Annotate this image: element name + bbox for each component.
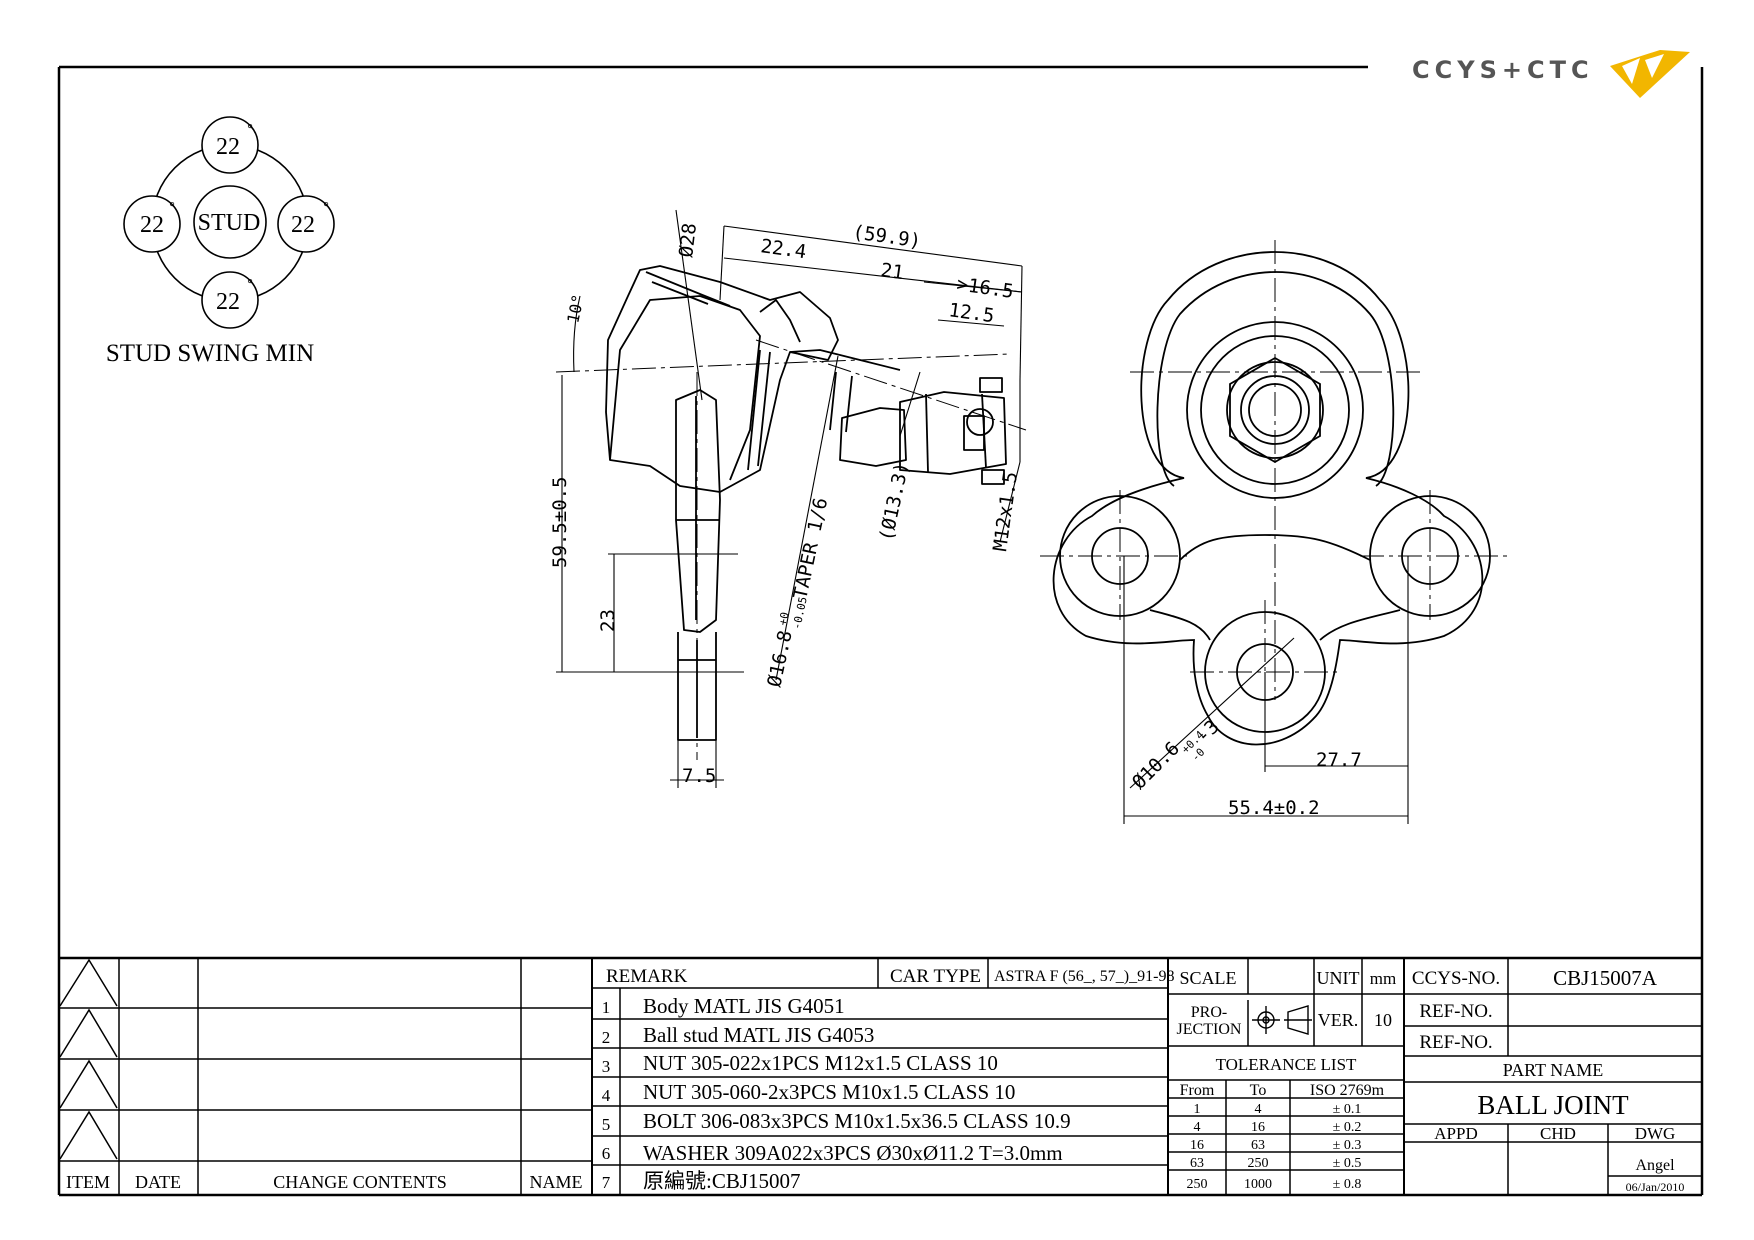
remark-text-7: 原編號:CBJ15007 (643, 1169, 801, 1193)
header-name: NAME (530, 1172, 583, 1192)
dim-16-5: >16.5 (955, 273, 1015, 303)
appd-label: APPD (1434, 1124, 1477, 1143)
tol-r2-val: ± 0.2 (1333, 1120, 1362, 1135)
dwg-value: Angel (1635, 1157, 1675, 1174)
dwg-label: DWG (1635, 1124, 1676, 1143)
header-date: DATE (135, 1172, 181, 1192)
remark-no-3: 3 (602, 1057, 611, 1076)
dim-d16-8: Ø16.8 (763, 629, 796, 690)
dwg-date: 06/Jan/2010 (1626, 1180, 1685, 1194)
swing-top: 22 (216, 134, 240, 160)
stud-swing-diagram (123, 116, 335, 329)
ref-no-label-2: REF-NO. (1419, 1032, 1492, 1053)
dim-21: 21 (879, 259, 905, 284)
remark-no-4: 4 (602, 1086, 611, 1105)
stud-swing-title: STUD SWING MIN (106, 340, 314, 367)
dim-taper: TAPER 1/6 (789, 496, 832, 601)
projection-label-1: PRO- (1191, 1004, 1227, 1021)
tol-r3-to: 63 (1251, 1138, 1265, 1153)
ref-no-label-1: REF-NO. (1419, 1001, 1492, 1022)
dim-12-5: 12.5 (947, 299, 995, 327)
logo-text: CCYS+CTC (1412, 56, 1594, 84)
tol-r2-to: 16 (1251, 1120, 1265, 1135)
swing-top-deg: ° (247, 122, 253, 137)
tol-r4-to: 250 (1248, 1156, 1269, 1171)
tol-header-to: To (1250, 1082, 1267, 1099)
remark-text-6: WASHER 309A022x3PCS Ø30xØ11.2 T=3.0mm (643, 1141, 1063, 1165)
sheet-border (57, 65, 1704, 1197)
tol-r1-from: 1 (1194, 1102, 1201, 1117)
front-view-drawing (1052, 251, 1491, 746)
remark-no-5: 5 (602, 1115, 611, 1134)
ccys-no-label: CCYS-NO. (1412, 968, 1500, 989)
remark-text-5: BOLT 306-083x3PCS M10x1.5x36.5 CLASS 10.… (643, 1109, 1071, 1133)
swing-right: 22 (291, 212, 315, 238)
tol-r5-from: 250 (1187, 1177, 1208, 1192)
swing-bottom: 22 (216, 289, 240, 315)
ccys-no-value: CBJ15007A (1553, 966, 1658, 990)
dim-7-5: 7.5 (682, 765, 716, 787)
tolerance-title: TOLERANCE LIST (1216, 1055, 1357, 1074)
remark-text-4: NUT 305-060-2x3PCS M10x1.5 CLASS 10 (643, 1080, 1015, 1104)
dim-27-7: 27.7 (1316, 749, 1362, 771)
dim-d13-3: (Ø13.3) (875, 460, 913, 543)
unit-value: mm (1370, 969, 1396, 988)
dim-23: 23 (597, 609, 619, 632)
dim-m12: M12x1.5 (989, 470, 1022, 552)
tol-r3-val: ± 0.3 (1333, 1138, 1362, 1153)
projection-symbol-icon (1252, 1005, 1312, 1035)
part-name-value: BALL JOINT (1477, 1090, 1629, 1120)
dim-22-4: 22.4 (759, 235, 807, 263)
tol-header-from: From (1180, 1082, 1215, 1099)
tol-r4-val: ± 0.5 (1333, 1156, 1362, 1171)
logo-swoosh-icon (1610, 50, 1690, 98)
dim-d16-8-tol-lower: -0.05 (790, 596, 810, 631)
remark-text-1: Body MATL JIS G4051 (643, 994, 845, 1018)
ver-value: 10 (1374, 1010, 1392, 1030)
dim-d16-8-tol-upper: +0 (776, 611, 791, 627)
car-type-label: CAR TYPE (890, 966, 981, 987)
projection-label-2: JECTION (1177, 1021, 1242, 1038)
tol-r1-val: ± 0.1 (1333, 1102, 1362, 1117)
swing-center: STUD (198, 210, 261, 236)
table-grid (59, 956, 1702, 1195)
scale-label: SCALE (1179, 968, 1236, 988)
unit-label: UNIT (1317, 968, 1360, 988)
remark-no-2: 2 (602, 1028, 611, 1047)
header-change-contents: CHANGE CONTENTS (273, 1172, 447, 1192)
chd-label: CHD (1540, 1124, 1576, 1143)
tol-r2-from: 4 (1194, 1120, 1201, 1135)
dim-d28: Ø28 (675, 222, 701, 259)
tol-r5-to: 1000 (1244, 1177, 1272, 1192)
dim-d10-6: Ø10.6 (1128, 738, 1184, 794)
header-item: ITEM (66, 1172, 110, 1192)
remark-no-1: 1 (602, 998, 611, 1017)
tol-r5-val: ± 0.8 (1333, 1177, 1362, 1192)
tol-r3-from: 16 (1190, 1138, 1204, 1153)
remark-no-7: 7 (602, 1173, 611, 1192)
tol-r1-to: 4 (1255, 1102, 1262, 1117)
swing-left: 22 (140, 212, 164, 238)
remark-text-2: Ball stud MATL JIS G4053 (643, 1023, 874, 1047)
remark-text-3: NUT 305-022x1PCS M12x1.5 CLASS 10 (643, 1051, 998, 1075)
dim-59-5: 59.5±0.5 (549, 476, 571, 568)
dim-55-4: 55.4±0.2 (1228, 797, 1320, 819)
side-view-drawing (605, 265, 1007, 741)
remark-header: REMARK (606, 966, 688, 987)
car-type-value: ASTRA F (56_, 57_)_91-98 (994, 968, 1174, 985)
swing-bottom-deg: ° (247, 277, 253, 292)
remark-no-6: 6 (602, 1144, 611, 1163)
tol-r4-from: 63 (1190, 1156, 1204, 1171)
dim-angle-10: 10° (563, 293, 588, 325)
tol-header-iso: ISO 2769m (1310, 1082, 1385, 1099)
part-name-label: PART NAME (1503, 1060, 1603, 1080)
swing-right-deg: ° (323, 200, 329, 215)
ver-label: VER. (1318, 1010, 1359, 1030)
company-logo: CCYS+CTC (1412, 50, 1690, 98)
swing-left-deg: ° (169, 200, 175, 215)
dim-59-9: (59.9) (851, 221, 922, 252)
